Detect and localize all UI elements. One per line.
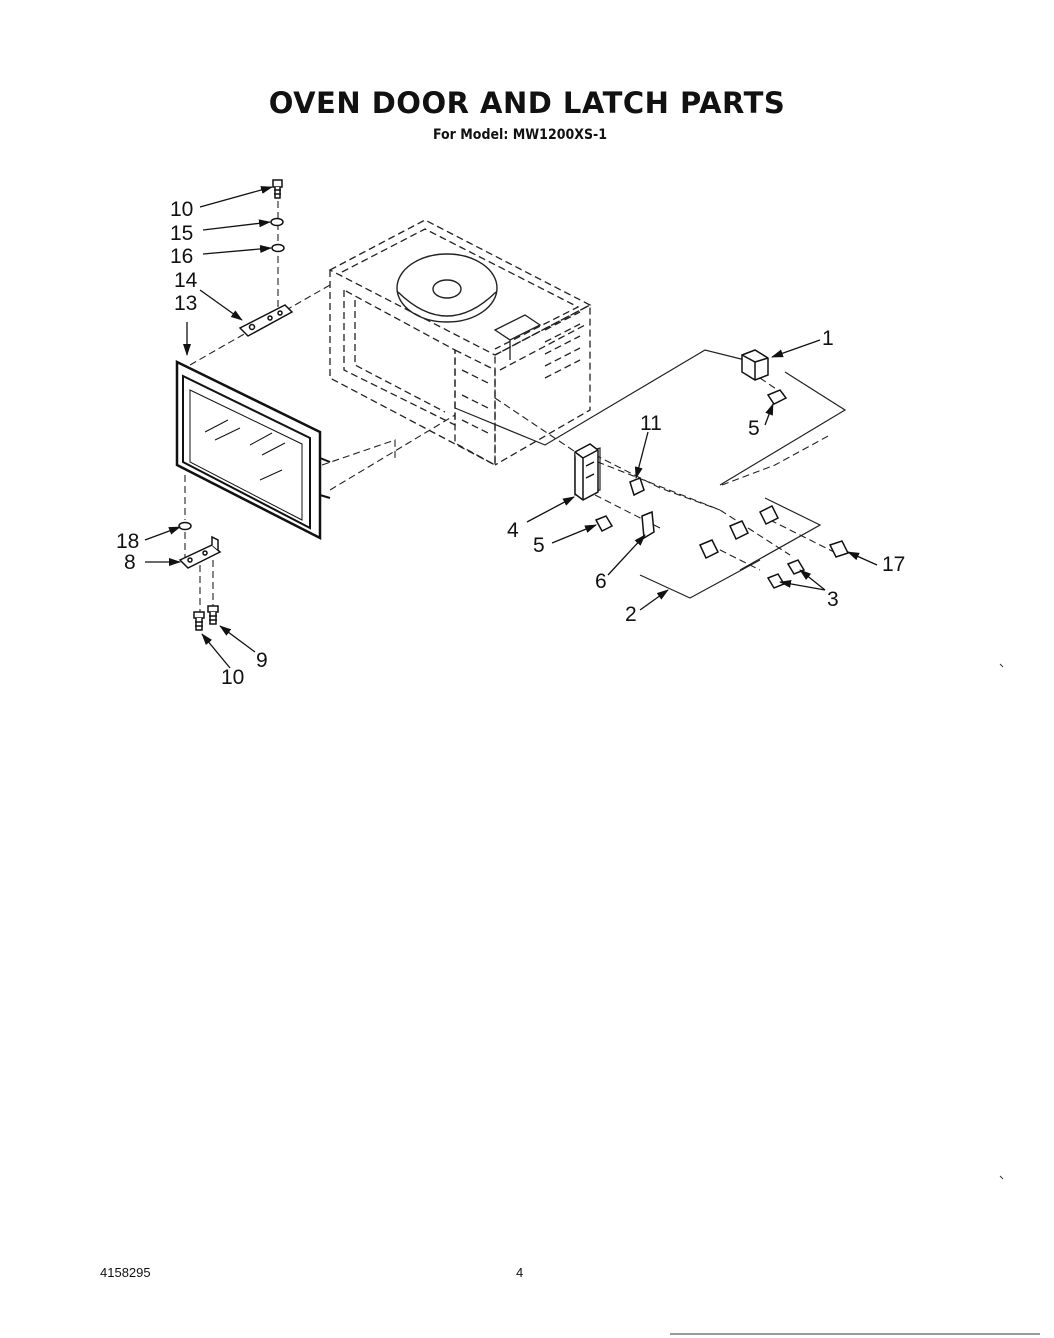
leader-arrows [144,186,878,669]
page-number: 4 [516,1265,524,1280]
switch-17-part [758,504,850,558]
callout-17: 17 [882,553,905,576]
screw-5-mid [594,515,614,532]
oven-cabinet-outline [328,219,592,467]
callout-13: 13 [174,292,197,315]
callout-15: 15 [170,222,193,245]
cabinet-hinge-mount [493,314,542,360]
washer-15 [270,217,284,227]
switch-2 [698,520,750,560]
scan-mark [999,663,1004,668]
callout-11: 11 [640,412,662,435]
callout-9: 9 [256,649,268,672]
model-subtitle: For Model: MW1200XS-1 [432,127,608,143]
callout-5-right: 5 [748,417,760,440]
callout-3: 3 [827,588,839,611]
callout-6: 6 [595,570,607,593]
alignment-lines [184,190,841,612]
page-title: OVEN DOOR AND LATCH PARTS [268,86,786,120]
callout-2: 2 [625,603,637,626]
screws-3 [766,559,806,589]
scan-mark [999,1175,1004,1180]
oven-door [175,359,331,541]
callout-14: 14 [174,269,198,292]
latch-switch-1 [741,349,769,381]
washer-16 [271,243,285,253]
lever-11 [629,477,645,497]
actuator-6 [641,510,655,540]
latch-housing-4 [574,443,599,501]
document-number: 4158295 [100,1265,151,1280]
callout-4: 4 [507,519,519,542]
bottom-screws [193,605,219,631]
top-hinge-screw [272,179,283,199]
wire-lines [454,349,847,599]
callout-10-bottom: 10 [221,666,244,689]
washer-18 [178,521,192,531]
callout-5-mid: 5 [533,534,545,557]
turntable [396,253,498,323]
callout-8: 8 [124,551,136,574]
top-hinge [238,304,294,337]
callout-10-top: 10 [170,198,193,221]
callout-18: 18 [116,530,139,553]
callout-1: 1 [822,327,834,350]
bottom-hinge [178,535,222,569]
callout-16: 16 [170,245,193,268]
screw-5-right [766,389,788,405]
